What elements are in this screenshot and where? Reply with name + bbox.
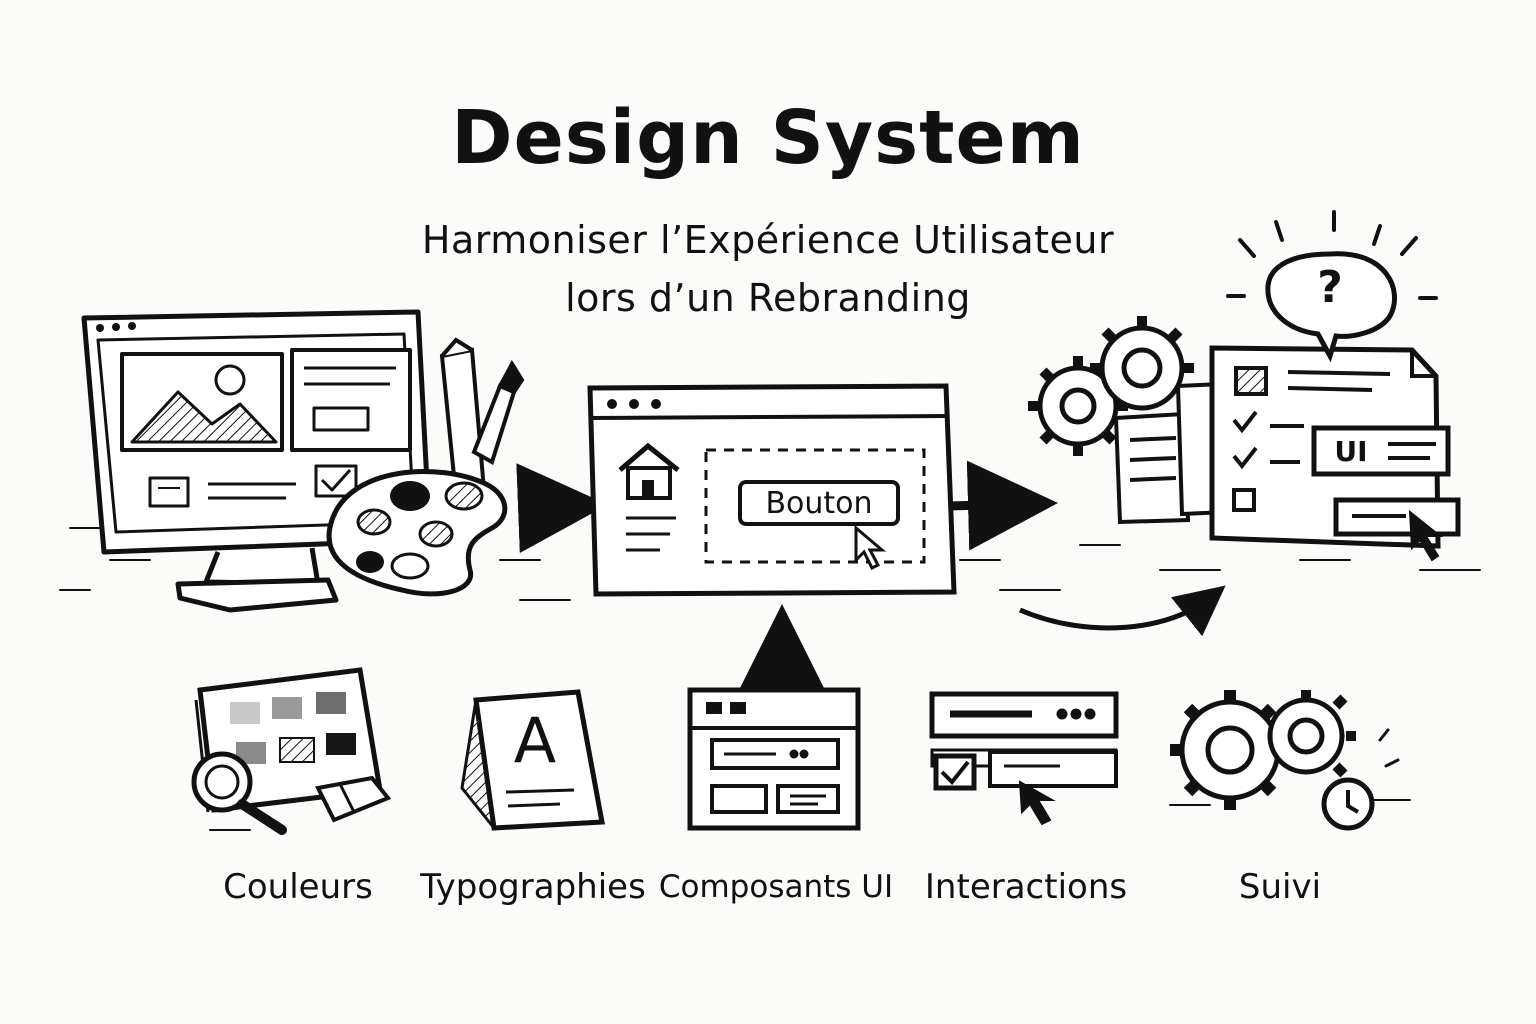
category-label-couleurs: Couleurs [223, 867, 373, 907]
paint-palette-icon [326, 469, 508, 597]
interaction-cursor-icon [1018, 780, 1056, 826]
ui-tag-label: UI [1334, 434, 1368, 468]
question-bubble-icon [1265, 251, 1397, 363]
desktop-monitor-icon [81, 309, 433, 613]
category-label-suivi: Suivi [1238, 867, 1322, 907]
clock-rays [1378, 728, 1400, 768]
gears-clock-icon [1170, 690, 1375, 831]
color-swatches-icon [191, 667, 392, 835]
pencil-brush-icon [439, 337, 525, 499]
interaction-form-icon [929, 691, 1119, 791]
cursor-icon-2 [1408, 509, 1443, 562]
typography-card-icon [460, 689, 605, 831]
category-label-interactions: Interactions [924, 867, 1128, 907]
category-label-composants-ui: Composants UI [658, 869, 894, 905]
ground-scribbles [59, 527, 1481, 831]
flow-arrow-1 [516, 463, 608, 554]
typography-glyph: A [513, 703, 557, 777]
cursor-icon [854, 524, 887, 571]
diagram-subtitle-line-1: Harmoniser l’Expérience Utilisateur [421, 218, 1115, 262]
flow-arrow-2 [947, 460, 1058, 551]
diagram-subtitle-line-2: lors d’un Rebranding [565, 276, 971, 320]
ui-components-icon [687, 687, 861, 831]
flow-arrow-curved [1019, 585, 1226, 637]
diagram-title: Design System [451, 95, 1085, 181]
sample-button[interactable]: Bouton [738, 480, 900, 526]
question-mark-text: ? [1317, 261, 1343, 313]
settings-gears-icon [1028, 316, 1194, 456]
category-label-typographies: Typographies [420, 867, 646, 907]
attention-rays [1226, 210, 1438, 300]
documents-stack-icon [1113, 345, 1461, 549]
